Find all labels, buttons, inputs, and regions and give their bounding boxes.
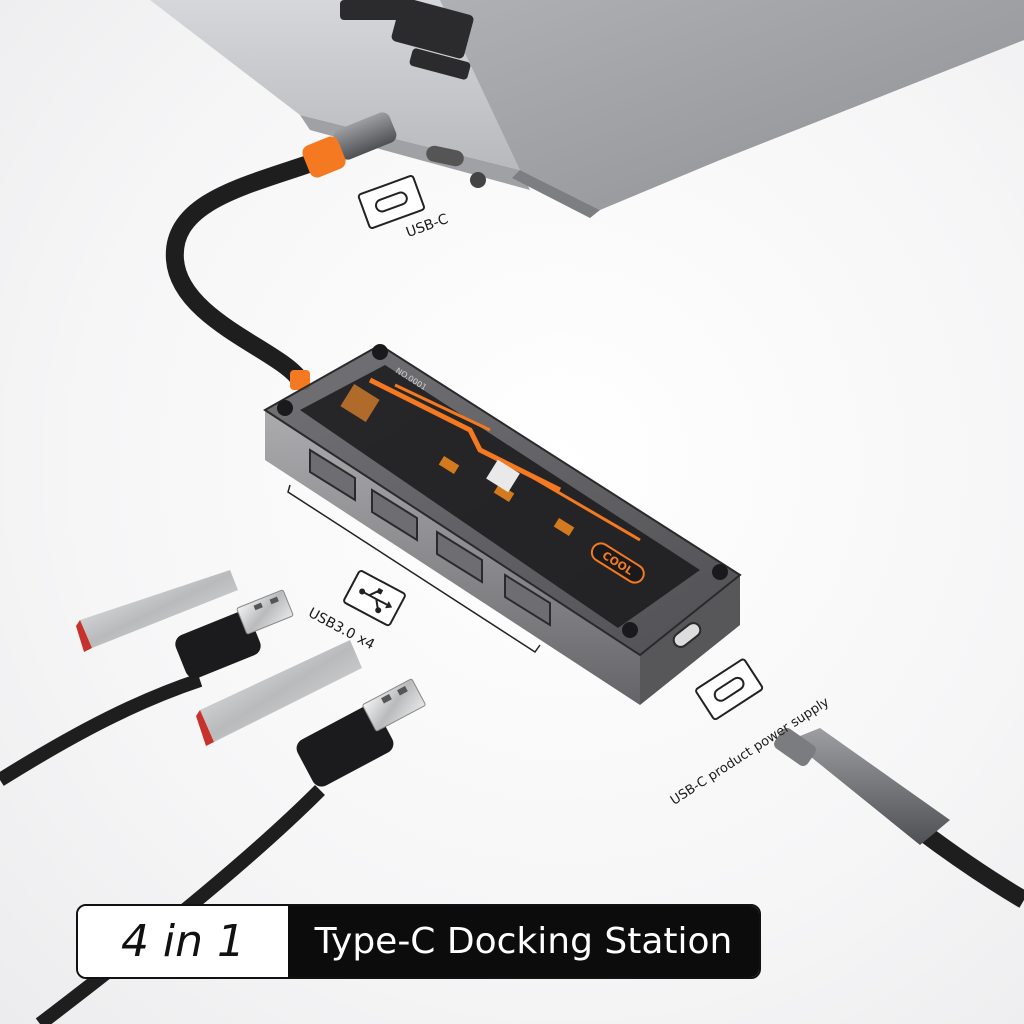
usb-a-port xyxy=(371,488,418,542)
usb-c-power-cable xyxy=(774,728,1024,908)
usb-c-power-icon xyxy=(695,658,764,721)
key-icon xyxy=(340,0,410,20)
usb-a-port xyxy=(436,530,483,584)
usb-icon xyxy=(343,570,406,627)
screw-icon xyxy=(372,344,388,360)
docking-hub: COOL NO.0001 xyxy=(263,343,742,705)
screw-icon xyxy=(712,564,728,580)
screw-icon xyxy=(277,400,293,416)
usb-c-power-port xyxy=(672,622,702,648)
key-icon xyxy=(391,0,474,59)
laptop-usb-c-port xyxy=(426,145,464,167)
usb-c-icon xyxy=(357,175,425,229)
usb-c-cable xyxy=(165,112,397,390)
product-title: Type-C Docking Station xyxy=(288,906,759,977)
laptop xyxy=(150,0,1024,218)
usb-a-port xyxy=(309,448,356,502)
port-count: 4 in 1 xyxy=(78,906,288,977)
screw-icon xyxy=(622,622,638,638)
title-banner: 4 in 1 Type-C Docking Station xyxy=(76,904,761,979)
usb-flash-drive xyxy=(0,570,294,786)
key-icon xyxy=(409,48,471,80)
usb-a-port xyxy=(504,573,551,627)
bracket-line xyxy=(287,484,541,654)
audio-jack-icon xyxy=(470,172,486,188)
usb-flash-drive xyxy=(35,640,426,1024)
